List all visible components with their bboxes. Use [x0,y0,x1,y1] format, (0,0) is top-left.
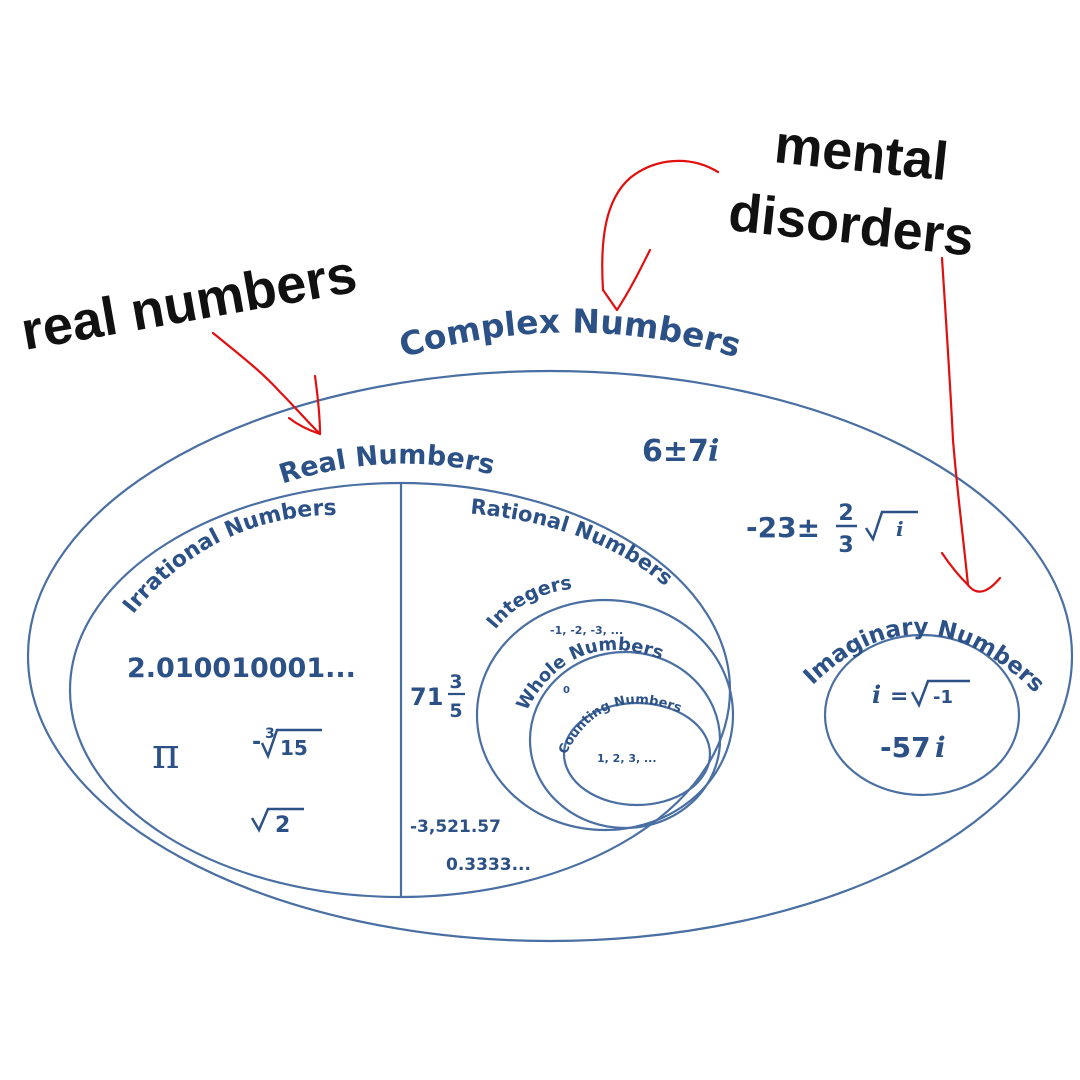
svg-text:-1: -1 [933,687,953,708]
integers-example: -1, -2, -3, ... [550,624,623,637]
rational-example-mixed: 71 3 5 [410,671,465,722]
counting-numbers-ellipse [562,701,712,807]
svg-text:3: 3 [449,671,462,693]
svg-text:6±7: 6±7 [642,434,709,469]
red-arrow-to-real-numbers [211,331,322,436]
complex-example-2: -23± 2 3 i [746,501,918,558]
svg-text:2: 2 [275,813,290,838]
sqrt-sign-icon [250,807,304,833]
svg-text:2: 2 [838,501,853,526]
sqrt-sign-icon [910,679,970,709]
counting-numbers-example: 1, 2, 3, ... [597,752,657,765]
red-arrow-to-complex-numbers [601,159,720,312]
pi-symbol: π [152,729,180,778]
integers-ellipse [475,598,735,832]
svg-text:71: 71 [410,683,443,711]
svg-text:i: i [708,434,719,469]
annotation-mental: mental [772,114,951,192]
svg-text:3: 3 [265,726,275,742]
rational-example-repeating: 0.3333... [446,855,531,875]
svg-text:15: 15 [280,736,308,760]
complex-numbers-title: Complex Numbers [395,301,746,365]
svg-text:3: 3 [838,533,853,558]
red-arrow-to-imaginary-numbers [940,256,1002,593]
annotation-disorders: disorders [726,182,977,267]
whole-numbers-ellipse [528,650,722,830]
svg-text:-: - [252,730,261,755]
imaginary-example-2: -57 i [880,731,946,764]
irrational-example-decimal: 2.010010001... [127,653,356,684]
complex-numbers-ellipse [26,369,1074,943]
imaginary-numbers-ellipse [823,633,1021,797]
svg-text:i: i [872,680,881,709]
rational-numbers-title: Rational Numbers [469,494,677,590]
svg-text:i: i [935,731,946,764]
svg-text:5: 5 [449,700,462,722]
whole-numbers-example: 0 [563,685,570,696]
sqrt-sign-icon [864,510,918,542]
svg-text:i: i [896,517,904,541]
rational-example-negative: -3,521.57 [410,817,501,837]
annotation-real-numbers: real numbers [17,244,361,362]
irrational-example-sqrt2: 2 [250,807,304,838]
cube-root-sign-icon [260,728,322,760]
svg-text:-23±: -23± [746,511,820,544]
complex-example-1: 6±7 i [642,434,719,469]
irrational-example-cuberoot: 3 - 15 [252,726,322,760]
imaginary-example-1: i = -1 [872,679,970,709]
svg-text:=: = [890,684,908,709]
svg-text:-57: -57 [880,731,931,764]
counting-numbers-title: Counting Numbers [556,692,684,756]
